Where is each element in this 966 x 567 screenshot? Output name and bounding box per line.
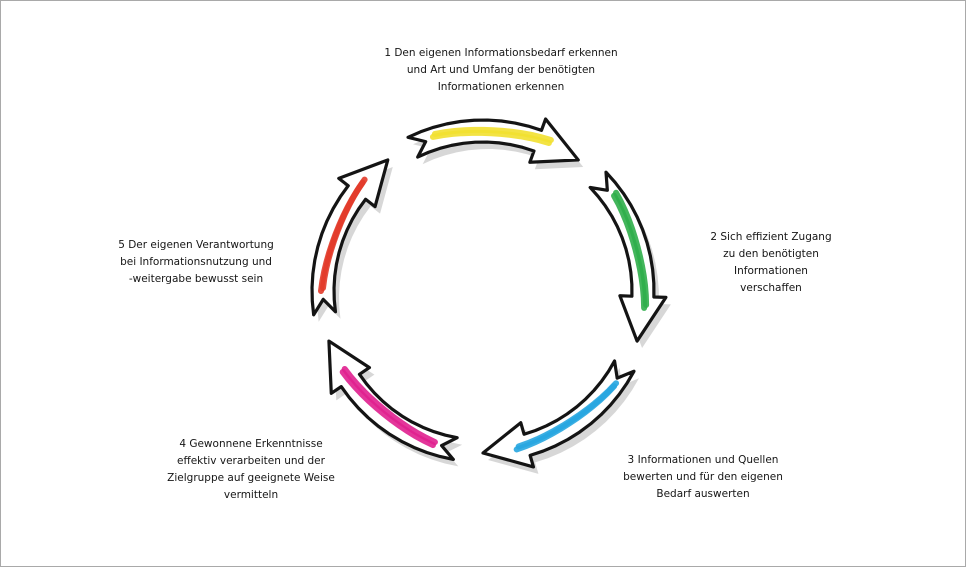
step-3-label: 3 Informationen und Quellen bewerten und… [613, 452, 793, 503]
step-1-line-2: und Art und Umfang der benötigten [406, 64, 596, 76]
arrow-1-color-streak [431, 126, 554, 144]
arrow-5-color-streak [320, 176, 368, 291]
arrow-2-outline [588, 170, 668, 343]
arrow-1 [406, 117, 584, 170]
arrow-4 [327, 339, 463, 467]
arrow-4-outline [327, 339, 459, 462]
arrow-3-outline [481, 359, 636, 469]
step-4-line-4: vermitteln [223, 489, 279, 501]
arrows-layer [310, 117, 671, 474]
step-3-line-3: Bedarf auswerten [656, 488, 750, 500]
step-2-line-1: 2 Sich effizient Zugang [710, 231, 832, 243]
step-2-line-4: verschaffen [740, 282, 802, 294]
arrow-2 [588, 170, 671, 349]
step-3-line-2: bewerten und für den eigenen [623, 471, 783, 483]
arrow-5 [310, 158, 393, 322]
step-5-line-1: 5 Der eigenen Verantwortung [118, 239, 274, 251]
step-4-line-1: 4 Gewonnene Erkenntnisse [179, 438, 323, 450]
step-4-line-3: Zielgruppe auf geeignete Weise [167, 472, 335, 484]
arrow-2-color-streak [613, 189, 650, 308]
arrow-4-color-stroke [339, 369, 436, 449]
step-5-line-2: bei Informationsnutzung und [120, 256, 272, 268]
step-2-line-3: Informationen [734, 265, 808, 277]
arrow-3 [481, 359, 639, 474]
step-1-line-1: 1 Den eigenen Informationsbedarf erkenne… [384, 47, 618, 59]
step-4-line-2: effektiv verarbeiten und der [177, 455, 325, 467]
step-1-label: 1 Den eigenen Informationsbedarf erkenne… [361, 45, 641, 96]
arrow-5-outline [310, 158, 390, 317]
step-5-label: 5 Der eigenen Verantwortung bei Informat… [101, 237, 291, 288]
arrow-3-color-streak [515, 380, 620, 450]
step-3-line-1: 3 Informationen und Quellen [627, 454, 779, 466]
step-2-label: 2 Sich effizient Zugang zu den benötigte… [701, 229, 841, 297]
step-1-line-3: Informationen erkennen [437, 81, 565, 93]
step-2-line-2: zu den benötigten [723, 248, 819, 260]
arrow-4-color-streak [341, 366, 438, 446]
step-5-line-3: -weitergabe bewusst sein [128, 273, 264, 285]
step-4-label: 4 Gewonnene Erkenntnisse effektiv verarb… [151, 436, 351, 504]
